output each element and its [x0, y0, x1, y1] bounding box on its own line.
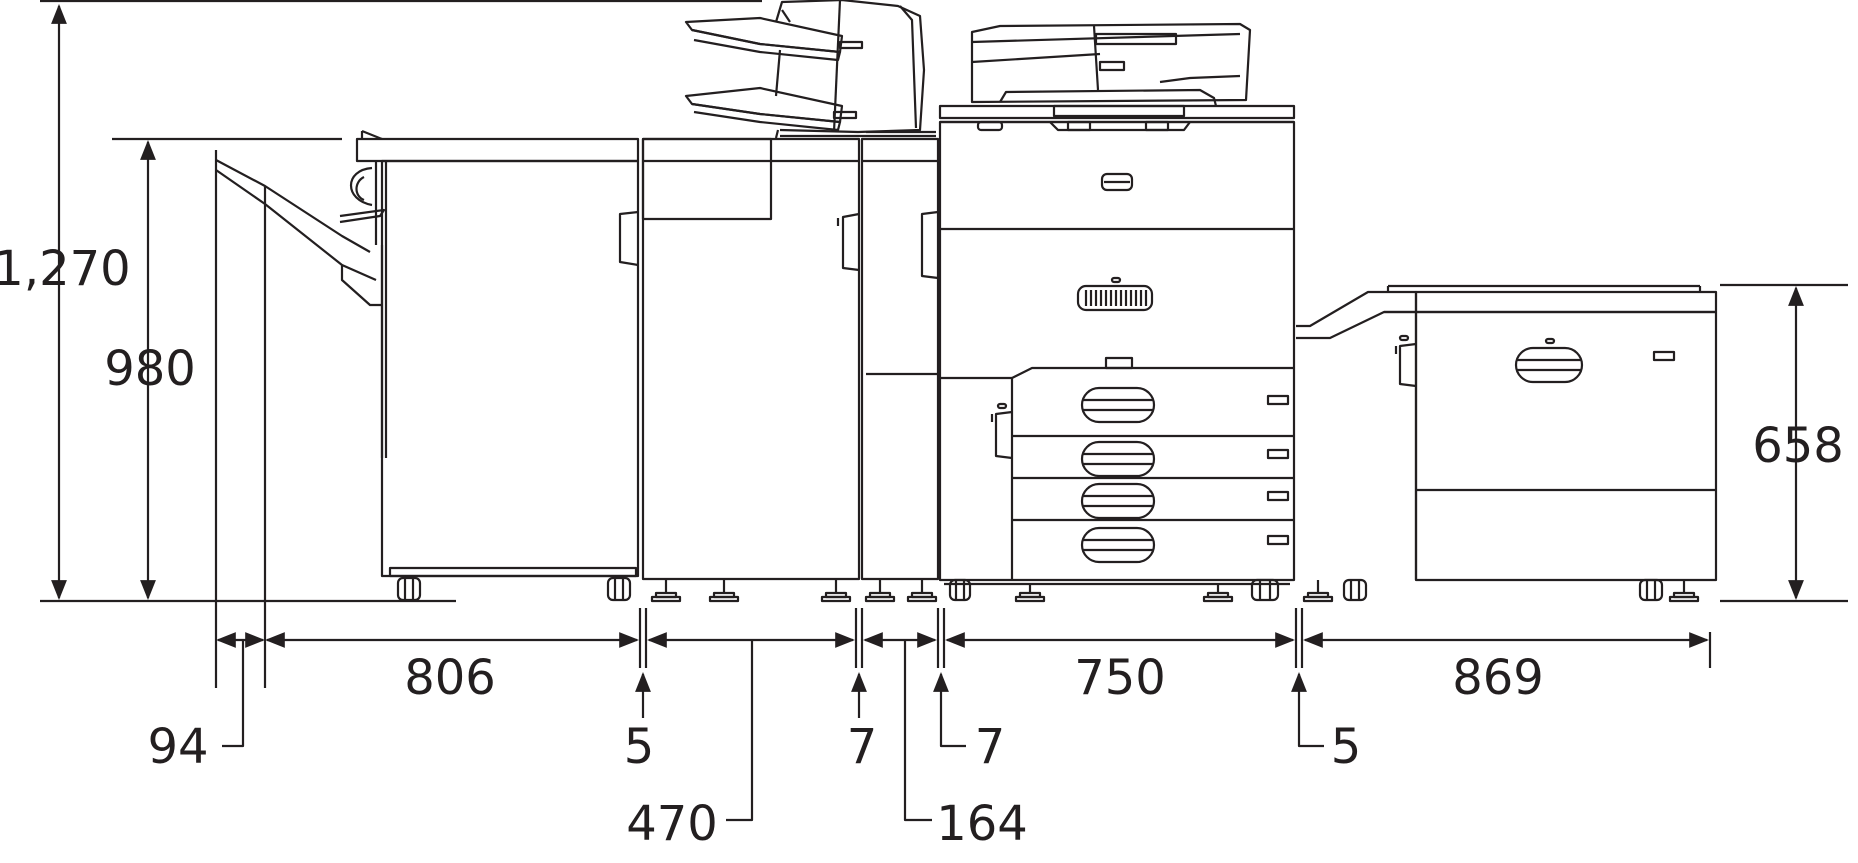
inserter-feet: [650, 579, 852, 603]
label-width-lct: 869: [1452, 650, 1544, 706]
label-height-total: 1,270: [0, 241, 131, 297]
label-width-gap1: 5: [624, 719, 655, 775]
label-width-gap2: 7: [847, 719, 878, 775]
lct-feet: [1302, 578, 1700, 603]
inserter-trays: [684, 0, 936, 139]
label-height-finisher: 980: [104, 341, 196, 397]
dimension-labels: 1,270 980 658 94 806 5 470 7 164 7 750 5…: [0, 241, 1844, 852]
paper-tray-labels: [1266, 394, 1290, 546]
large-capacity-tray: [1296, 284, 1718, 603]
leader-lines: [222, 640, 1324, 822]
vertical-dimension-lines: [51, 4, 1804, 600]
main-printer-feet: [948, 578, 1280, 603]
label-width-finisher: 806: [404, 650, 496, 706]
inserter-unit: [641, 137, 861, 603]
extension-lines: [40, 0, 1848, 688]
label-height-lct: 658: [1752, 418, 1844, 474]
label-width-inserter: 470: [626, 796, 718, 852]
main-printer: [938, 22, 1296, 603]
label-width-gap4: 5: [1331, 719, 1362, 775]
label-width-interposer: 164: [936, 796, 1028, 852]
interposer-feet: [864, 579, 938, 603]
finisher-unit: [349, 129, 640, 602]
label-width-main: 750: [1074, 650, 1166, 706]
interposer-unit: [860, 137, 940, 603]
paper-tray-handles: [1080, 386, 1156, 564]
label-width-gap3: 7: [975, 719, 1006, 775]
finisher-casters: [396, 576, 632, 602]
label-width-tray: 94: [147, 719, 208, 775]
